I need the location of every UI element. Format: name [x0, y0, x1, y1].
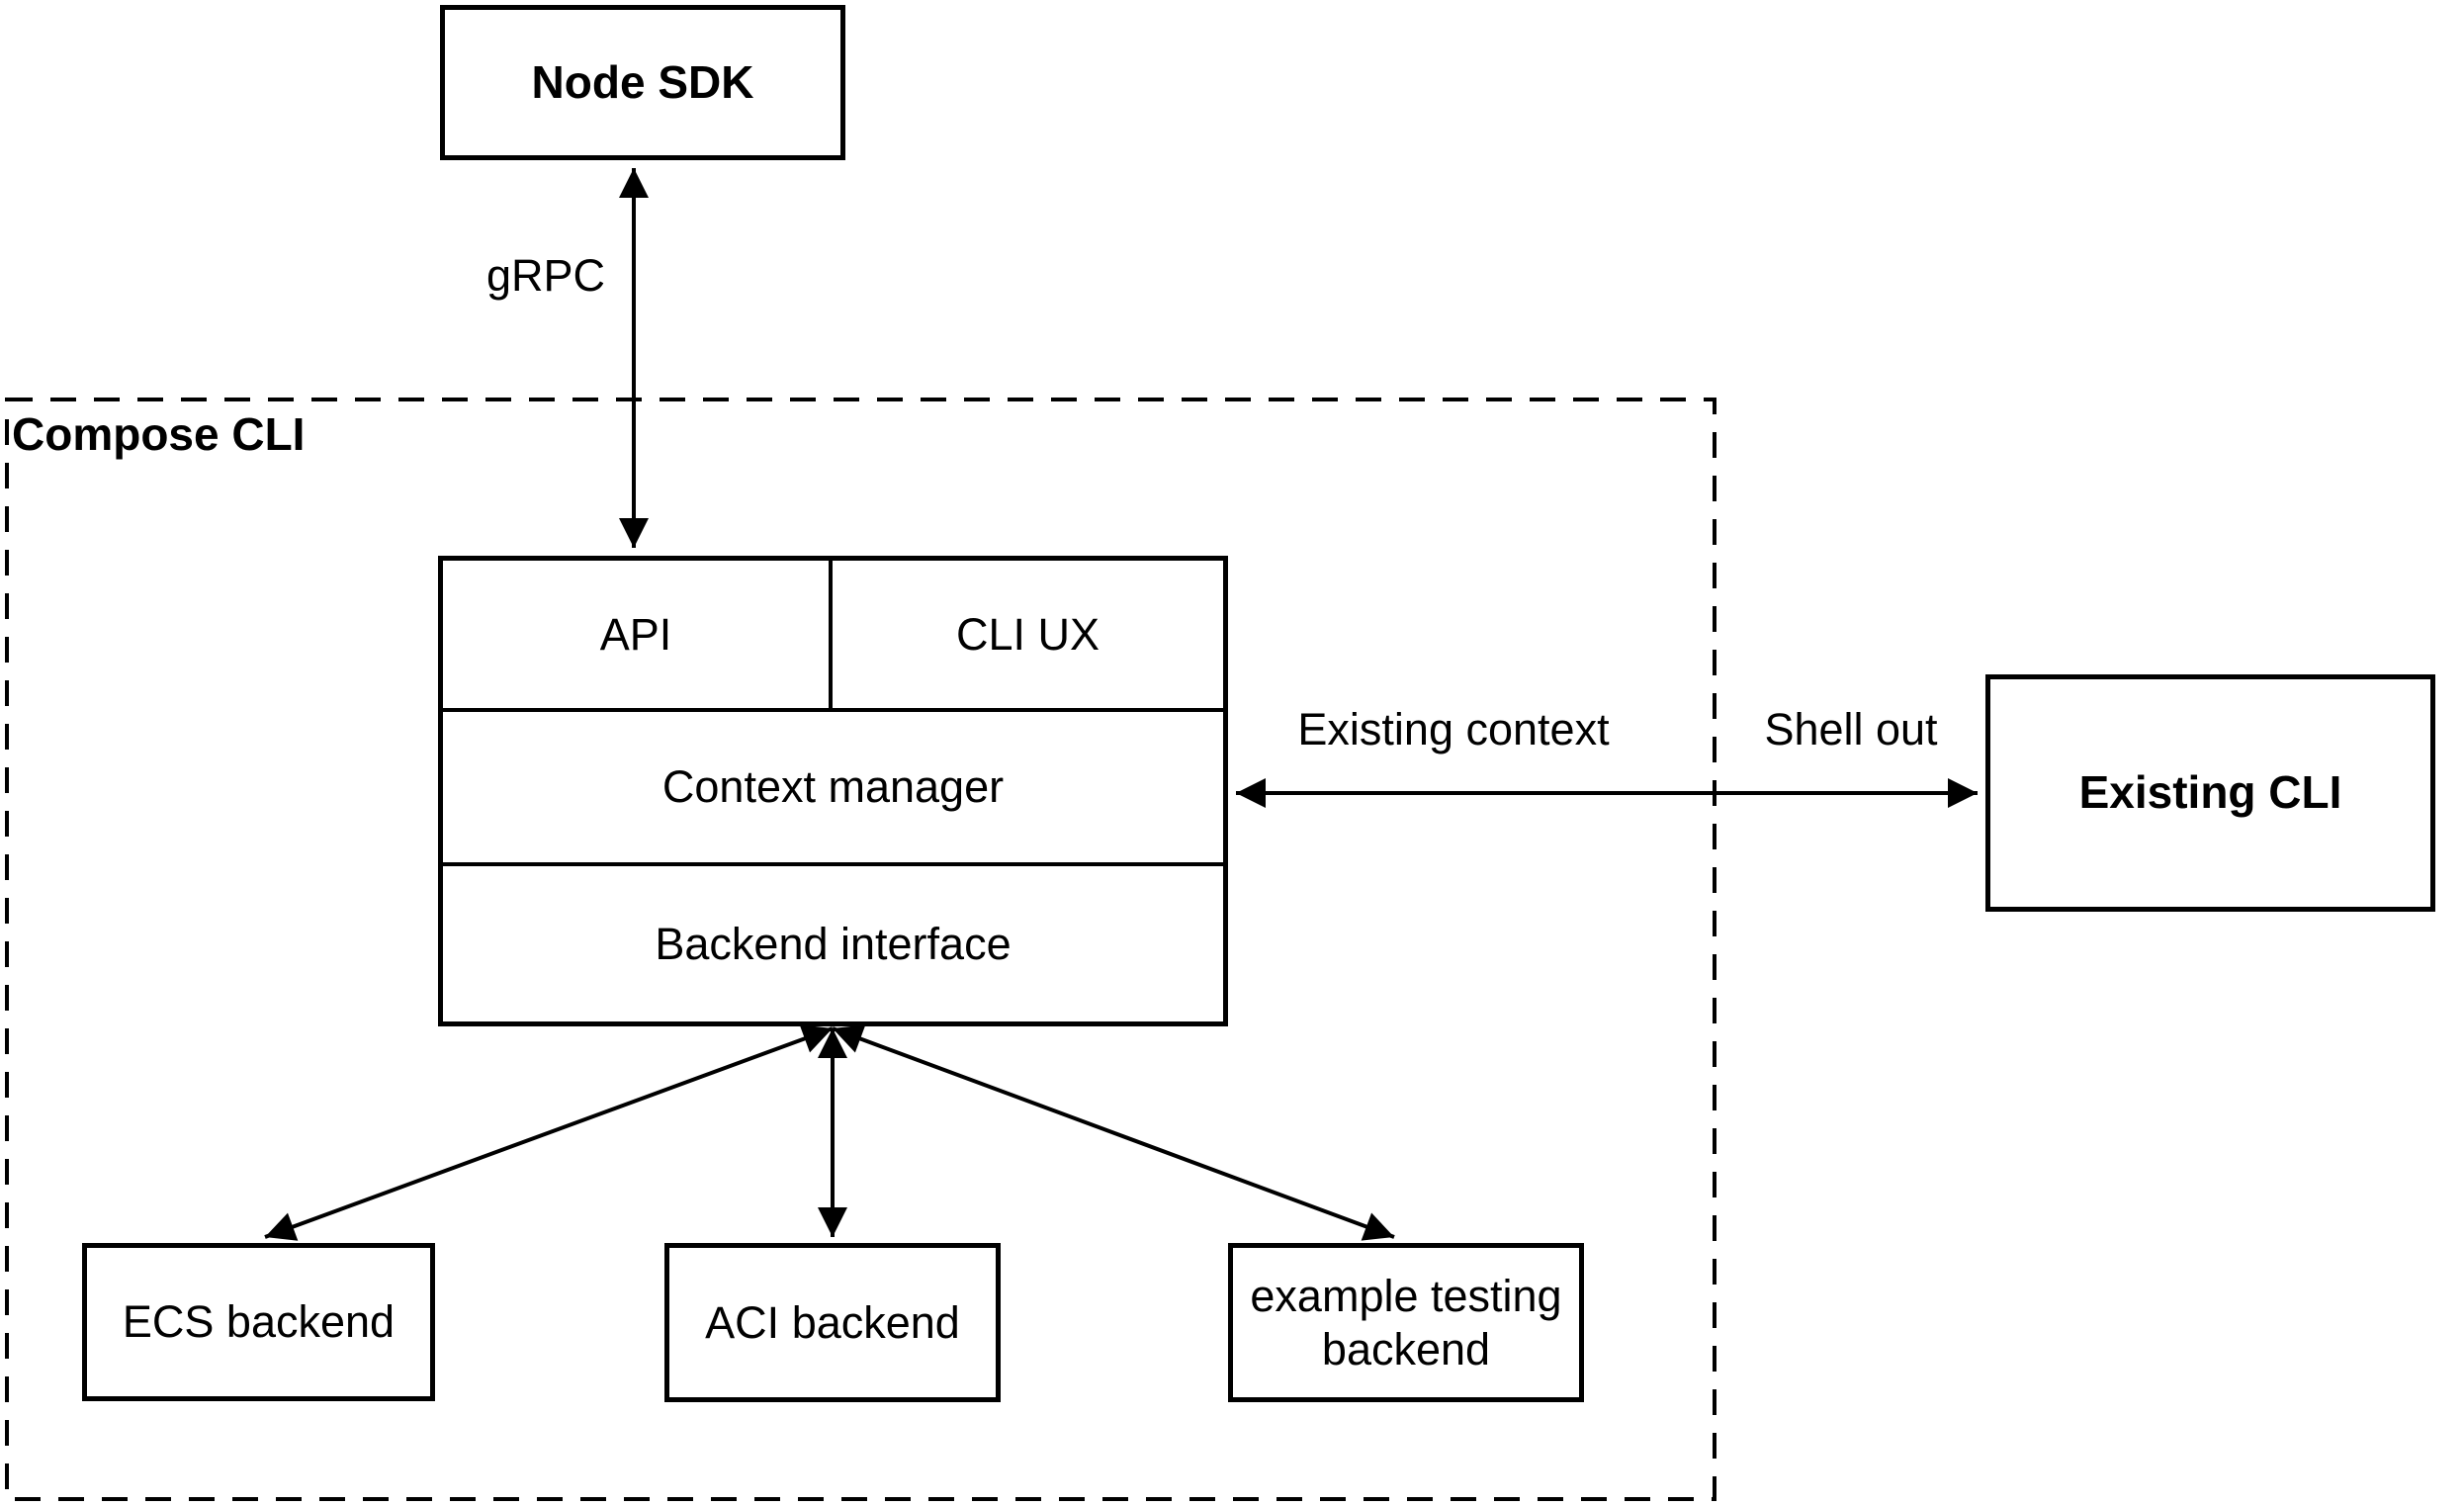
api-label: API: [599, 608, 672, 660]
example-testing-backend-box: example testing backend: [1228, 1243, 1584, 1402]
stack-row-middle: Context manager: [443, 712, 1223, 866]
stack-row-top: API CLI UX: [443, 561, 1223, 712]
context-manager-label: Context manager: [661, 761, 1005, 812]
compose-cli-group-border: [5, 398, 1716, 1501]
edge-example-testing: [832, 1024, 1395, 1241]
api-cell: API: [443, 561, 833, 708]
backend-interface-label: Backend interface: [655, 918, 1012, 969]
node-sdk-label: Node SDK: [531, 55, 754, 108]
stack-row-bottom: Backend interface: [443, 866, 1223, 1021]
aci-backend-label: ACI backend: [705, 1296, 960, 1348]
edge-ecs: [264, 1024, 834, 1241]
cli-ux-cell: CLI UX: [833, 561, 1223, 708]
compose-cli-stack: API CLI UX Context manager Backend inter…: [438, 556, 1228, 1026]
node-sdk-box: Node SDK: [440, 5, 845, 160]
ecs-backend-label: ECS backend: [122, 1296, 396, 1347]
existing-context-edge-label: Existing context: [1297, 704, 1610, 754]
grpc-edge-label: gRPC: [486, 250, 606, 301]
example-testing-backend-label: example testing backend: [1250, 1270, 1562, 1374]
context-manager-cell: Context manager: [443, 712, 1223, 862]
existing-cli-label: Existing CLI: [2078, 766, 2342, 819]
ecs-backend-box: ECS backend: [82, 1243, 435, 1401]
cli-ux-label: CLI UX: [955, 608, 1100, 660]
compose-cli-group-label: Compose CLI: [12, 408, 306, 460]
aci-backend-box: ACI backend: [664, 1243, 1001, 1402]
existing-cli-box: Existing CLI: [1985, 674, 2435, 912]
shell-out-edge-label: Shell out: [1764, 704, 1938, 754]
backend-interface-cell: Backend interface: [443, 866, 1223, 1021]
